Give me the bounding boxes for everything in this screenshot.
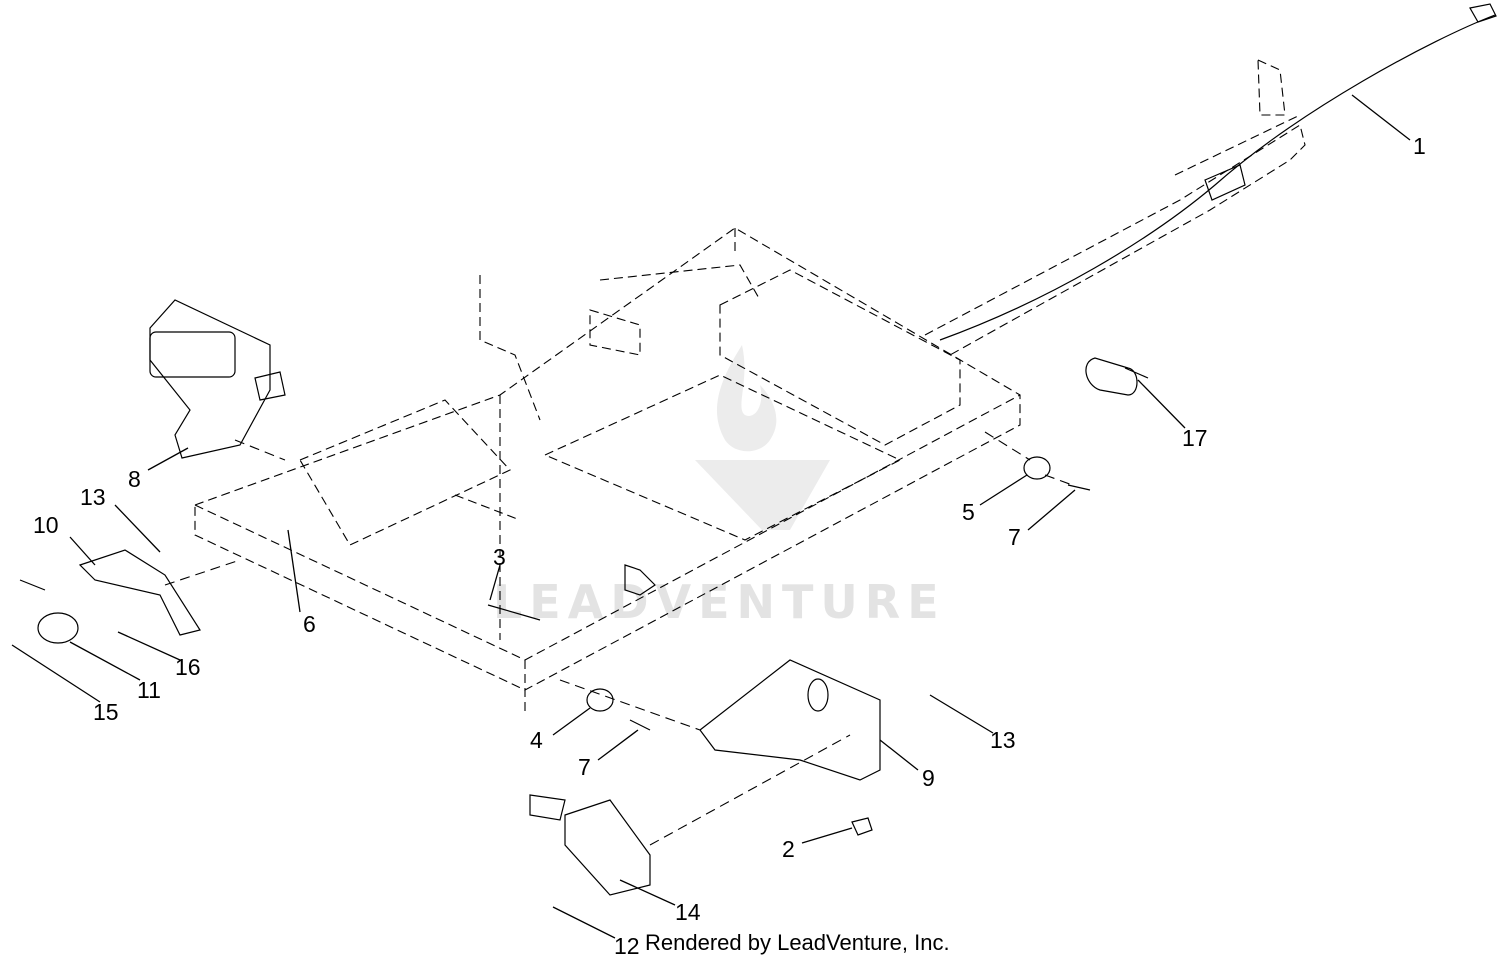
- callout-9: 9: [922, 765, 935, 791]
- license-bracket-10-part: [19, 549, 241, 644]
- callout-13a: 13: [80, 484, 106, 510]
- callout-2: 2: [782, 836, 795, 862]
- harness-connector-part: [1469, 3, 1497, 23]
- watermark-flame-icon: [716, 345, 777, 452]
- watermark: LEADVENTURE: [493, 345, 946, 629]
- callout-6: 6: [303, 611, 316, 637]
- hitch-pin-part: [1085, 357, 1149, 396]
- frame-chassis: [194, 59, 1306, 715]
- callout-1: 1: [1413, 133, 1426, 159]
- callout-4: 4: [530, 727, 543, 753]
- callout-12: 12: [614, 933, 640, 959]
- bulb-7b-part: [629, 719, 651, 731]
- bolt-3-part: [487, 604, 541, 621]
- callout-11: 11: [137, 677, 161, 703]
- lamp-14-part: [529, 734, 851, 896]
- watermark-v-icon: [695, 460, 830, 530]
- callout-15: 15: [93, 699, 119, 725]
- harness-relay-part: [1204, 164, 1246, 201]
- leader-lines: [11, 94, 1411, 939]
- light-bracket-8-part: [149, 299, 286, 461]
- grommet-4-part: [586, 688, 614, 712]
- callout-7a: 7: [1008, 524, 1021, 550]
- watermark-text: LEADVENTURE: [493, 575, 946, 629]
- callout-14: 14: [675, 899, 701, 925]
- license-lamp-11-part: [37, 612, 79, 644]
- grommet-5-part: [1023, 456, 1051, 480]
- callout-10: 10: [33, 512, 59, 538]
- nut-2-part: [851, 817, 873, 836]
- callout-13b: 13: [990, 727, 1016, 753]
- render-credit: Rendered by LeadVenture, Inc.: [645, 930, 950, 955]
- light-bracket-9-part: [559, 659, 881, 781]
- callout-17: 17: [1182, 425, 1208, 451]
- callout-5: 5: [962, 499, 975, 525]
- callout-7b: 7: [578, 754, 591, 780]
- callout-8: 8: [128, 466, 141, 492]
- callout-16: 16: [175, 654, 201, 680]
- callout-3: 3: [493, 544, 506, 570]
- wire-harness-part: [939, 14, 1496, 341]
- bulb-7a-part: [1067, 484, 1091, 491]
- callout-numbers: 1 2 3 4 5 6 7 7 8 9 10 11 12 13 13 14 15…: [33, 133, 1426, 959]
